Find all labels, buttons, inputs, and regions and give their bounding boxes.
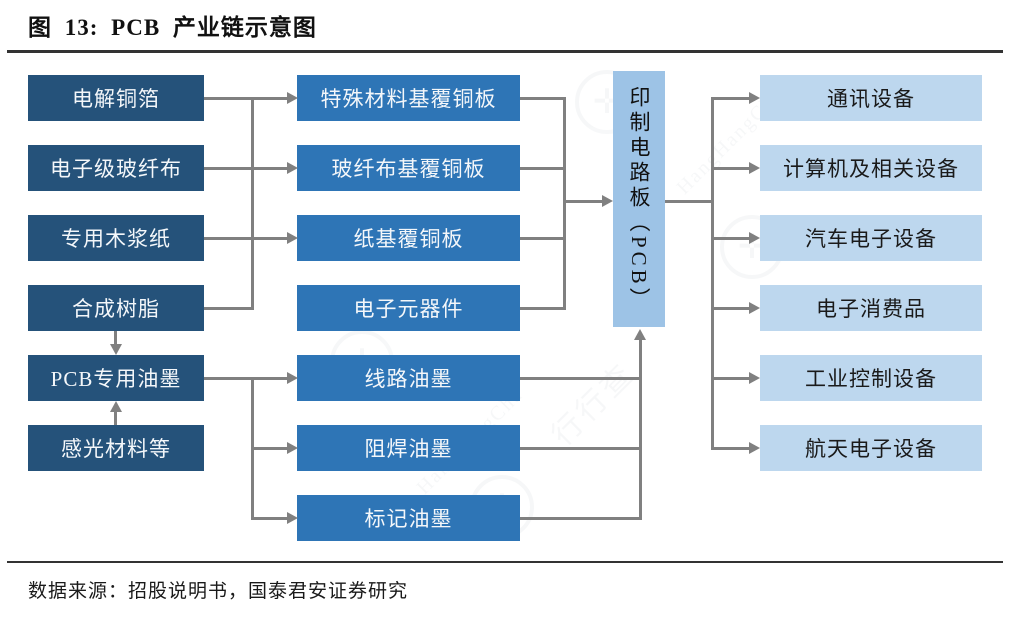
arrowhead-icon [602,195,613,207]
connector-line [204,237,287,240]
arrowhead-icon [287,232,298,244]
node-consumer-electronics: 电子消费品 [760,285,982,331]
arrowhead-icon [287,372,298,384]
connector-line [204,167,287,170]
node-industrial-control: 工业控制设备 [760,355,982,401]
node-copper-foil: 电解铜箔 [28,75,204,121]
node-synthetic-resin: 合成树脂 [28,285,204,331]
node-special-material-ccl: 特殊材料基覆铜板 [297,75,520,121]
connector-line [520,307,566,310]
node-pcb-label: 印制电路板（PCB） [627,85,651,313]
arrowhead-icon [749,92,760,104]
connector-line [251,447,287,450]
node-photosensitive-materials: 感光材料等 [28,425,204,471]
connector-line [711,167,750,170]
title-underline [7,50,1003,53]
arrowhead-icon [749,302,760,314]
arrowhead-icon [287,442,298,454]
node-fiberglass-ccl: 玻纤布基覆铜板 [297,145,520,191]
node-circuit-ink: 线路油墨 [297,355,520,401]
arrowhead-icon [287,512,298,524]
node-marking-ink: 标记油墨 [297,495,520,541]
connector-bus [639,339,642,520]
connector-line [204,377,287,380]
connector-line [711,377,750,380]
arrowhead-icon [110,344,122,355]
connector-line [711,237,750,240]
footer-rule [7,561,1003,563]
connector-line [711,97,750,100]
connector-line [204,307,254,310]
connector-line [520,447,642,450]
node-pcb-ink: PCB专用油墨 [28,355,204,401]
connector-line [665,200,714,203]
node-solder-mask-ink: 阻焊油墨 [297,425,520,471]
node-comm-equipment: 通讯设备 [760,75,982,121]
connector-bus [563,97,566,310]
node-pcb: 印制电路板（PCB） [613,71,665,327]
connector-line [711,307,750,310]
connector-line [520,517,642,520]
connector-line [711,447,750,450]
node-fiberglass-cloth: 电子级玻纤布 [28,145,204,191]
node-wood-pulp-paper: 专用木浆纸 [28,215,204,261]
node-aerospace-electronics: 航天电子设备 [760,425,982,471]
connector-line [251,517,287,520]
arrowhead-icon [110,401,122,412]
arrowhead-icon [749,442,760,454]
node-auto-electronics: 汽车电子设备 [760,215,982,261]
arrowhead-icon [749,162,760,174]
watermark-text: 行行查 [545,356,642,453]
connector-bus [711,97,714,450]
arrowhead-icon [749,372,760,384]
connector-line [520,237,566,240]
connector-line [520,97,566,100]
node-electronic-components: 电子元器件 [297,285,520,331]
data-source-note: 数据来源：招股说明书，国泰君安证券研究 [28,581,409,602]
arrowhead-icon [634,329,646,340]
arrowhead-icon [287,162,298,174]
connector-line [520,377,642,380]
connector-line [563,200,603,203]
node-computer-equipment: 计算机及相关设备 [760,145,982,191]
connector-line [114,331,117,345]
connector-bus [251,97,254,310]
node-paper-ccl: 纸基覆铜板 [297,215,520,261]
connector-line [520,167,566,170]
figure-title: 图 13: PCB 产业链示意图 [28,15,317,40]
connector-line [204,97,287,100]
arrowhead-icon [749,232,760,244]
arrowhead-icon [287,92,298,104]
connector-line [114,411,117,425]
